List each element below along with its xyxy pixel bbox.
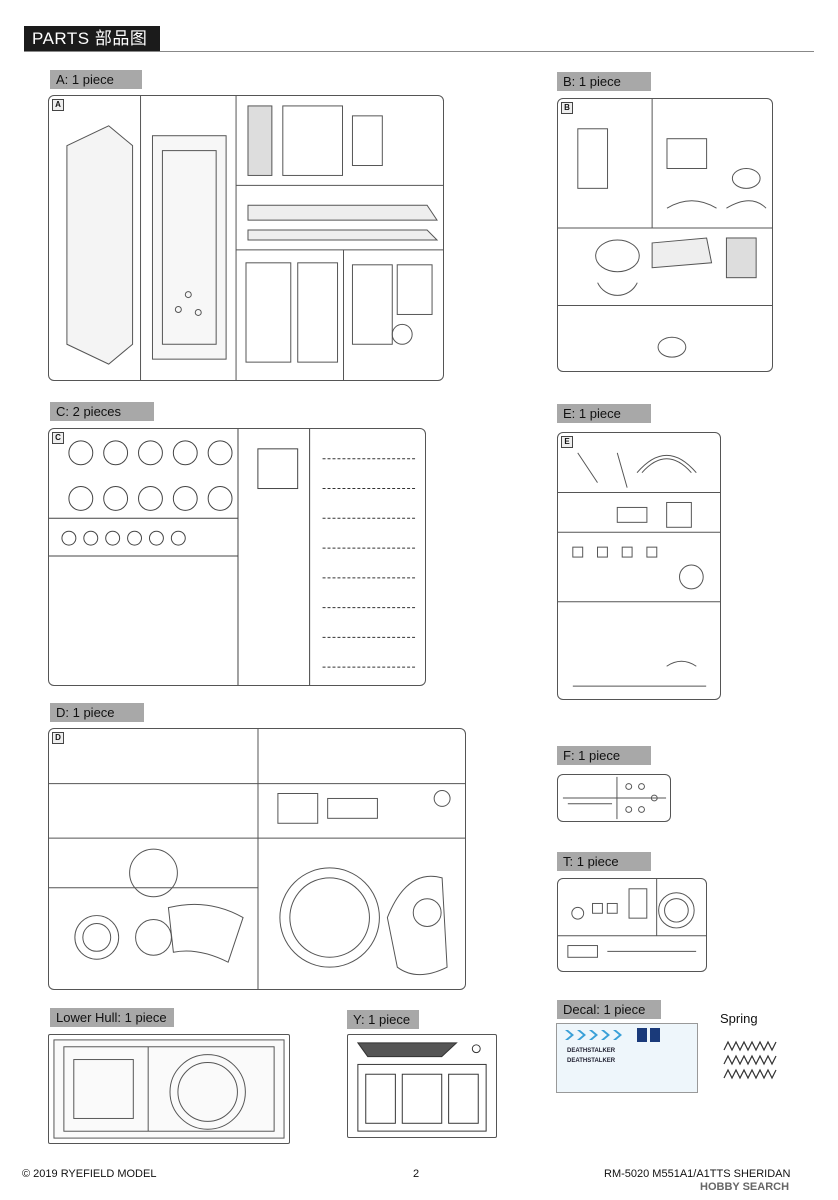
lower-hull-frame: [48, 1034, 290, 1144]
decal-text-2: DEATHSTALKER: [567, 1058, 616, 1064]
sprue-c-label: C: 2 pieces: [50, 402, 154, 421]
sprue-f-frame: [557, 774, 671, 822]
sprue-a-tag: A: [52, 99, 64, 111]
sprue-b-label: B: 1 piece: [557, 72, 651, 91]
sprue-b-drawing: [558, 99, 772, 358]
sprue-e-label: E: 1 piece: [557, 404, 651, 423]
footer-page-number: 2: [413, 1168, 420, 1180]
decal-sheet: DEATHSTALKER DEATHSTALKER: [556, 1023, 698, 1093]
decal-text-1: DEATHSTALKER: [567, 1048, 616, 1054]
sprue-a-label: A: 1 piece: [50, 70, 142, 89]
lower-hull-label: Lower Hull: 1 piece: [50, 1008, 174, 1027]
sprue-b-tag: B: [561, 102, 573, 114]
sprue-d-drawing: [49, 729, 465, 989]
spring-icon: [723, 1040, 777, 1080]
sprue-e-tag: E: [561, 436, 573, 448]
sprue-c-tag: C: [52, 432, 64, 444]
sprue-d-label: D: 1 piece: [50, 703, 144, 722]
sprue-t-label: T: 1 piece: [557, 852, 651, 871]
sprue-e-frame: E: [557, 432, 721, 700]
lower-hull-drawing: [53, 1039, 285, 1139]
sprue-y-frame: [347, 1034, 497, 1138]
sprue-t-drawing: [558, 879, 706, 958]
watermark: HOBBY SEARCH: [700, 1181, 790, 1193]
sprue-a-drawing: [66, 96, 443, 380]
sprue-f-drawing: [562, 776, 667, 820]
decal-label: Decal: 1 piece: [557, 1000, 661, 1019]
footer-copyright: © 2019 RYEFIELD MODEL: [22, 1168, 157, 1180]
sprue-d-tag: D: [52, 732, 64, 744]
sprue-c-frame: C: [48, 428, 426, 686]
page-title: PARTS 部品图: [24, 26, 160, 52]
spring-label: Spring: [720, 1011, 758, 1026]
sprue-b-frame: B: [557, 98, 773, 372]
title-rule: [24, 51, 814, 52]
sprue-y-drawing: [356, 1042, 487, 1132]
footer-product: RM-5020 M551A1/A1TTS SHERIDAN: [604, 1168, 791, 1180]
sprue-e-drawing: [558, 452, 720, 687]
sprue-t-frame: [557, 878, 707, 972]
decal-chevrons: [565, 1028, 660, 1042]
sprue-y-label: Y: 1 piece: [347, 1010, 419, 1029]
sprue-a-frame: A: [48, 95, 444, 381]
sprue-d-frame: D: [48, 728, 466, 990]
sprue-c-drawing: [49, 429, 418, 685]
sprue-f-label: F: 1 piece: [557, 746, 651, 765]
